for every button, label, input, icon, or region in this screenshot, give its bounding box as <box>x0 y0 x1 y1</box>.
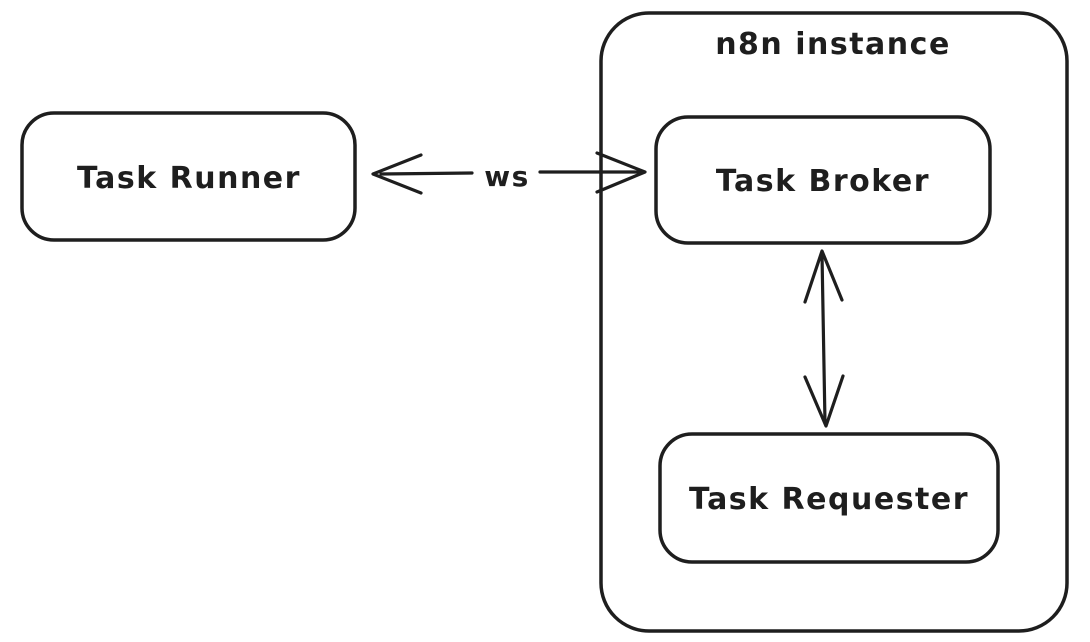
broker-requester-arrow <box>803 249 845 428</box>
task-requester-label: Task Requester <box>689 482 969 517</box>
task-requester-box <box>658 432 1000 564</box>
task-runner-label: Task Runner <box>77 161 301 196</box>
ws-edge-label: ws <box>484 160 530 193</box>
n8n-instance-label: n8n instance <box>715 27 951 62</box>
task-runner-node: Task Runner <box>20 111 357 242</box>
runner-broker-arrow-left-segment <box>379 171 474 176</box>
arrowhead-right-icon <box>595 151 647 194</box>
task-requester-node: Task Requester <box>658 432 1000 564</box>
n8n-instance-container: n8n instance <box>599 11 1069 633</box>
arrowhead-up-icon <box>803 249 844 304</box>
arrowhead-left-icon <box>371 153 423 195</box>
broker-requester-arrow-line <box>820 252 827 425</box>
runner-broker-arrow: ws <box>371 151 647 195</box>
task-broker-box <box>654 115 992 245</box>
n8n-instance-box <box>599 11 1069 633</box>
task-broker-label: Task Broker <box>716 164 930 199</box>
task-broker-node: Task Broker <box>654 115 992 245</box>
task-runner-box <box>20 111 357 242</box>
arrowhead-down-icon <box>803 374 845 428</box>
